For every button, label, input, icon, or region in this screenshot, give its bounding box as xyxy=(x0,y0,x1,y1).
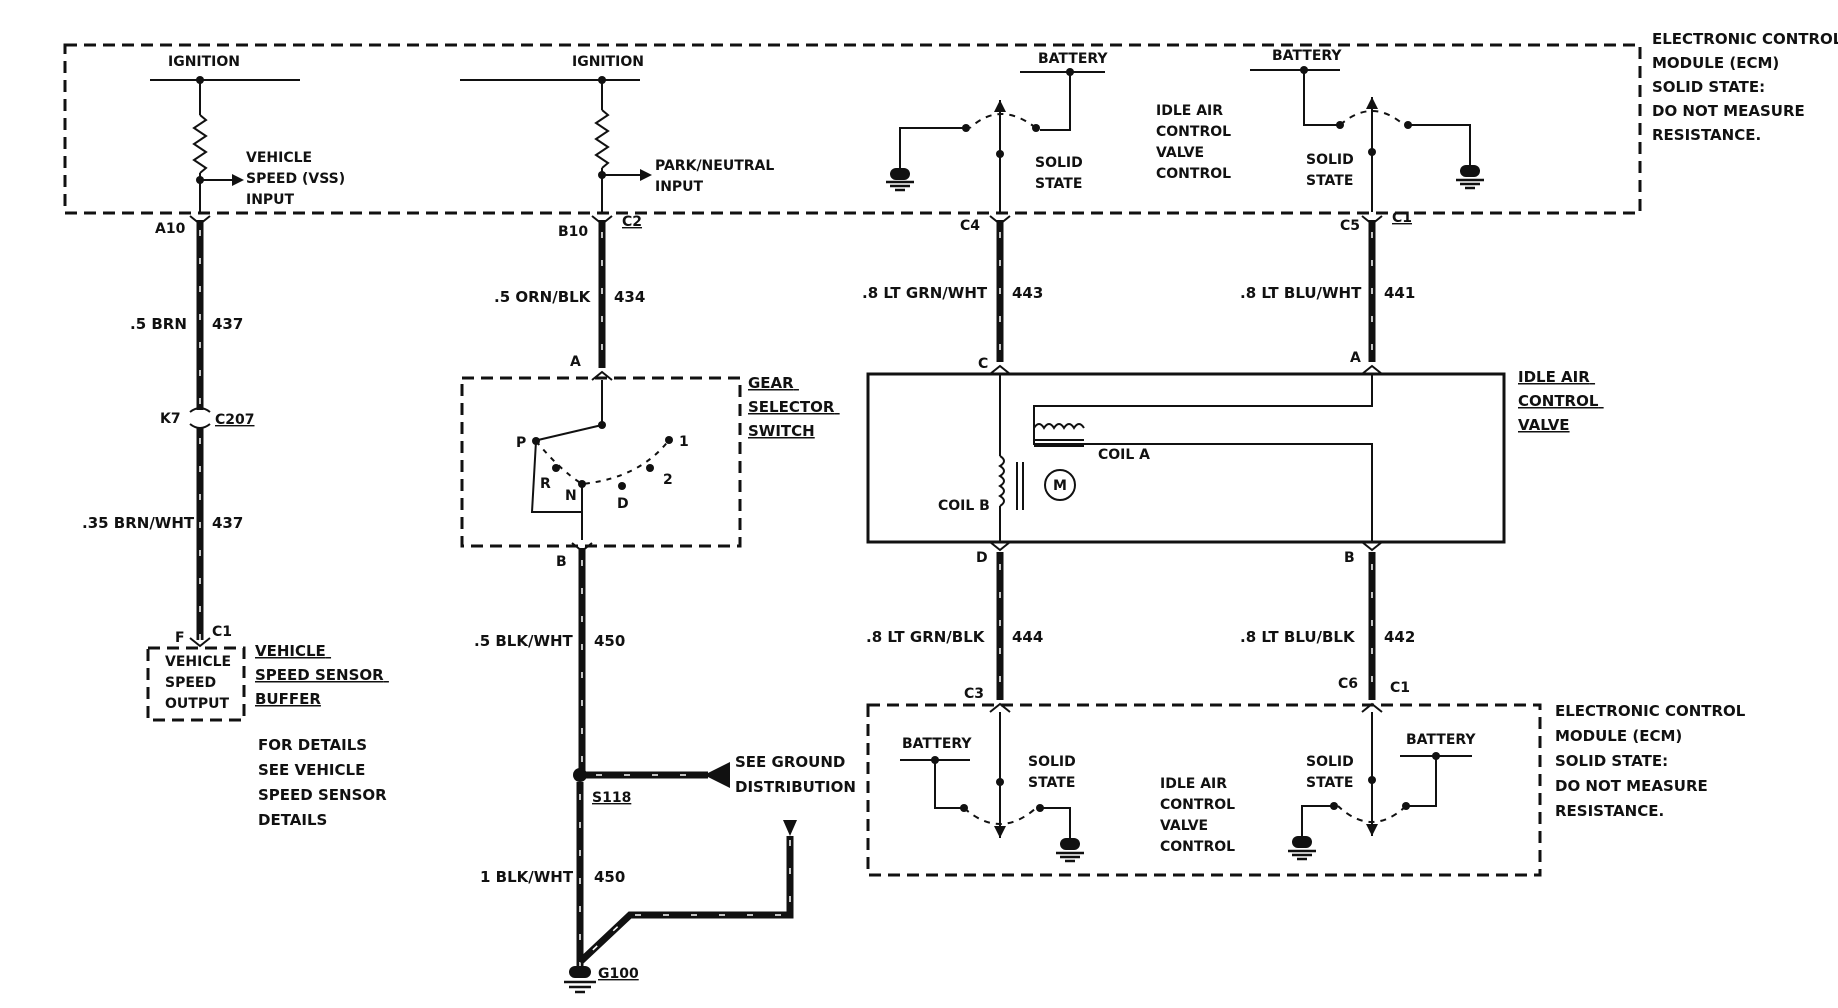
iac-valve-title: IDLE AIR CONTROL VALVE xyxy=(1518,368,1604,434)
vss-pullup-resistor xyxy=(192,114,208,174)
wire-437-lower-number: 437 xyxy=(212,514,243,532)
gear-position-p: P xyxy=(516,435,526,451)
pin-c-iac: C xyxy=(978,356,988,372)
wire-444-gauge: .8 LT GRN/BLK xyxy=(866,628,986,646)
pin-a-gear: A xyxy=(570,354,581,370)
ecm-bottom-boundary xyxy=(866,703,1542,877)
wire-444-number: 444 xyxy=(1012,628,1043,646)
coil-a-label: COIL A xyxy=(1098,447,1150,463)
connector-c6: C6 xyxy=(1338,676,1358,692)
pin-b-gear: B xyxy=(556,554,567,570)
wire-441-number: 441 xyxy=(1384,284,1415,302)
ground-g100-icon xyxy=(564,966,596,994)
splice-s118 xyxy=(573,768,587,782)
connector-c2: C2 xyxy=(622,214,642,230)
iac-branch: C4 C5 C1 .8 LT GRN/WHT 443 .8 LT BLU/WHT… xyxy=(862,210,1604,713)
pin-b-iac: B xyxy=(1344,550,1355,566)
wire-437-lower-gauge: .35 BRN/WHT xyxy=(82,514,195,532)
connector-c1-top: C1 xyxy=(1392,210,1412,226)
gear-selector-box xyxy=(460,376,742,548)
iac-control-bottom-label: IDLE AIR CONTROL VALVE CONTROL xyxy=(1160,776,1240,855)
ecm-top: ELECTRONIC CONTROL MODULE (ECM) SOLID ST… xyxy=(63,30,1838,215)
connector-c3: C3 xyxy=(964,686,984,702)
ground-distribution-arrow-icon xyxy=(704,762,730,788)
vss-branch: A10 .5 BRN 437 K7 C207 .35 BRN/WHT 437 F… xyxy=(82,215,392,829)
vss-details-note: FOR DETAILS SEE VEHICLE SPEED SENSOR DET… xyxy=(258,736,392,829)
ground-arrow-down-icon xyxy=(783,820,797,836)
wire-441-gauge: .8 LT BLU/WHT xyxy=(1240,284,1362,302)
gear-position-n: N xyxy=(565,488,577,504)
wire-434-number: 434 xyxy=(614,288,645,306)
ecm-top-title: ELECTRONIC CONTROL MODULE (ECM) SOLID ST… xyxy=(1652,30,1838,144)
gear-selector-branch: B10 C2 .5 ORN/BLK 434 A GEAR SELECTOR SW… xyxy=(460,214,856,994)
wire-442-gauge: .8 LT BLU/BLK xyxy=(1240,628,1356,646)
gear-position-r: R xyxy=(540,476,551,492)
pin-d-iac: D xyxy=(976,550,988,566)
ground-icon xyxy=(1056,838,1084,863)
vss-buffer-inner-label: VEHICLE SPEED OUTPUT xyxy=(165,654,236,712)
wire-450-lower-number: 450 xyxy=(594,868,625,886)
connector-c1-vss: C1 xyxy=(212,624,232,640)
park-neutral-arrow-icon xyxy=(640,169,652,181)
wire-437-upper-gauge: .5 BRN xyxy=(130,315,187,333)
gear-selector-title: GEAR SELECTOR SWITCH xyxy=(748,374,840,440)
ignition-left-label: IGNITION xyxy=(168,54,240,70)
ground-icon xyxy=(886,168,914,192)
vss-input-label: VEHICLE SPEED (VSS) INPUT xyxy=(246,150,350,208)
wire-437-upper-number: 437 xyxy=(212,315,243,333)
park-neutral-pullup-resistor xyxy=(594,109,610,169)
connector-b10: B10 xyxy=(558,224,588,240)
wire-443-gauge: .8 LT GRN/WHT xyxy=(862,284,988,302)
ground-g100-label: G100 xyxy=(598,966,639,982)
solid-state-top-right-label: SOLID STATE xyxy=(1306,152,1359,189)
solid-state-bottom-left-label: SOLID STATE xyxy=(1028,754,1081,791)
wire-434-gauge: .5 ORN/BLK xyxy=(494,288,592,306)
wire-442-number: 442 xyxy=(1384,628,1415,646)
battery-bottom-right-label: BATTERY xyxy=(1406,732,1476,748)
ecm-bottom: ELECTRONIC CONTROL MODULE (ECM) SOLID ST… xyxy=(866,702,1751,877)
gear-selector-contact-arm xyxy=(537,424,603,441)
gear-position-1: 1 xyxy=(679,434,689,450)
vss-buffer-title: VEHICLE SPEED SENSOR BUFFER xyxy=(255,642,389,708)
battery-bottom-left-label: BATTERY xyxy=(902,736,972,752)
connector-k7: K7 xyxy=(160,411,181,427)
connector-c5: C5 xyxy=(1340,218,1360,234)
ground-icon xyxy=(1456,165,1484,190)
vss-input-arrow-icon xyxy=(232,174,244,186)
connector-c207: C207 xyxy=(215,412,255,428)
ignition-mid-label: IGNITION xyxy=(572,54,644,70)
coil-b-label: COIL B xyxy=(938,498,990,514)
gear-position-2: 2 xyxy=(663,472,673,488)
iac-motor-icon xyxy=(1044,469,1076,501)
coil-b-winding xyxy=(998,455,1005,507)
connector-f: F xyxy=(175,630,185,646)
wire-443-number: 443 xyxy=(1012,284,1043,302)
connector-c1-bottom: C1 xyxy=(1390,680,1410,696)
ecm-top-boundary xyxy=(63,43,1642,215)
battery-top-left-label: BATTERY xyxy=(1038,51,1108,67)
coil-a-winding xyxy=(1033,423,1085,430)
ground-return-wire xyxy=(577,836,794,965)
wire-450-upper-number: 450 xyxy=(594,632,625,650)
battery-top-right-label: BATTERY xyxy=(1272,48,1342,64)
ecm-bottom-title: ELECTRONIC CONTROL MODULE (ECM) SOLID ST… xyxy=(1555,702,1751,820)
connector-a10: A10 xyxy=(155,221,186,237)
wire-450-lower-gauge: 1 BLK/WHT xyxy=(480,868,574,886)
iac-motor-label: M xyxy=(1053,478,1067,494)
gear-position-d: D xyxy=(617,496,629,512)
solid-state-bottom-right-label: SOLID STATE xyxy=(1306,754,1359,791)
vss-buffer-box xyxy=(146,646,246,722)
solid-state-top-left-label: SOLID STATE xyxy=(1035,155,1088,192)
iac-control-top-label: IDLE AIR CONTROL VALVE CONTROL xyxy=(1156,103,1236,182)
wire-450-upper-gauge: .5 BLK/WHT xyxy=(474,632,574,650)
splice-s118-label: S118 xyxy=(592,790,631,806)
ground-icon xyxy=(1288,836,1316,861)
connector-c4: C4 xyxy=(960,218,980,234)
park-neutral-input-label: PARK/NEUTRAL INPUT xyxy=(655,158,779,195)
iac-valve-box xyxy=(866,372,1506,544)
pin-a-iac: A xyxy=(1350,350,1361,366)
see-ground-distribution-label: SEE GROUND DISTRIBUTION xyxy=(735,753,856,796)
